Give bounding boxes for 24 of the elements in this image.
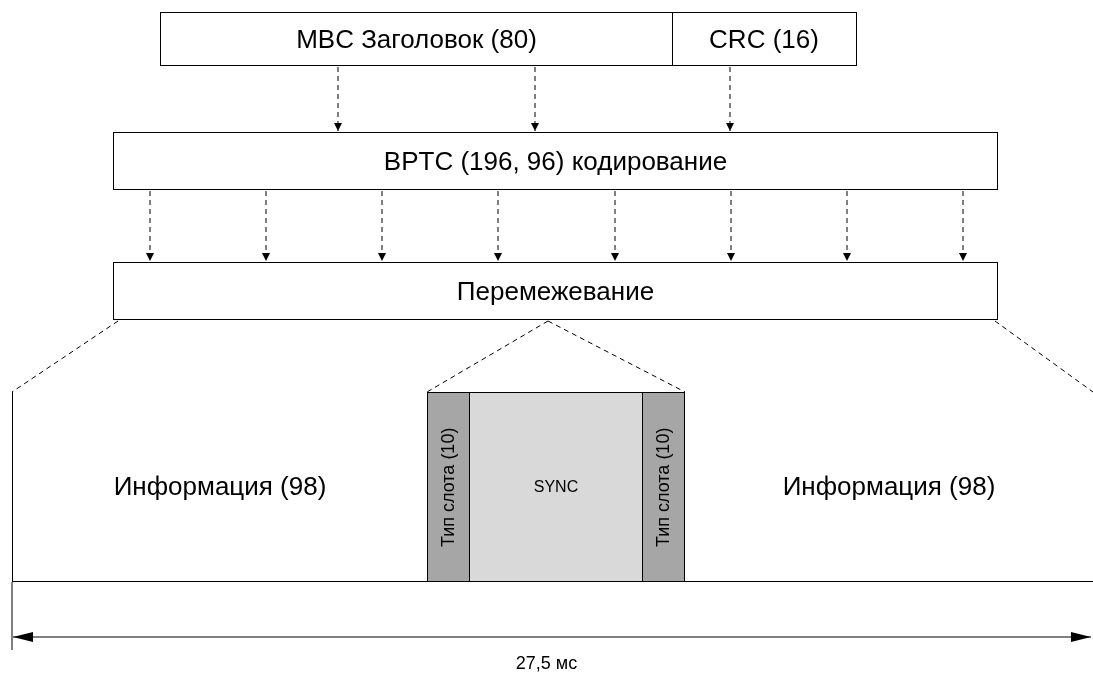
arrow (531, 66, 539, 132)
duration-label: 27,5 мс (514, 653, 579, 674)
sync-field: SYNC (470, 392, 642, 582)
payload-field: Информация (98) (685, 392, 1093, 582)
arrow (334, 66, 342, 132)
expansion-line (11, 320, 119, 393)
header-field: MBC Заголовок (80) (160, 12, 673, 66)
expansion-line (547, 320, 686, 393)
arrow (843, 190, 851, 262)
arrow (727, 190, 735, 262)
slot-type-field: Тип слота (10) (427, 392, 470, 582)
arrow (959, 190, 967, 262)
arrow (146, 190, 154, 262)
slot-type-field: Тип слота (10) (642, 392, 685, 582)
expansion-line (994, 320, 1093, 393)
crc-field: CRC (16) (672, 12, 857, 66)
interleaving-block: Перемежевание (113, 262, 998, 320)
arrow (726, 66, 734, 132)
expansion-line (426, 320, 549, 393)
arrow (262, 190, 270, 262)
arrow (611, 190, 619, 262)
coding-block: BPTC (196, 96) кодирование (113, 132, 998, 190)
arrow (378, 190, 386, 262)
arrow (494, 190, 502, 262)
